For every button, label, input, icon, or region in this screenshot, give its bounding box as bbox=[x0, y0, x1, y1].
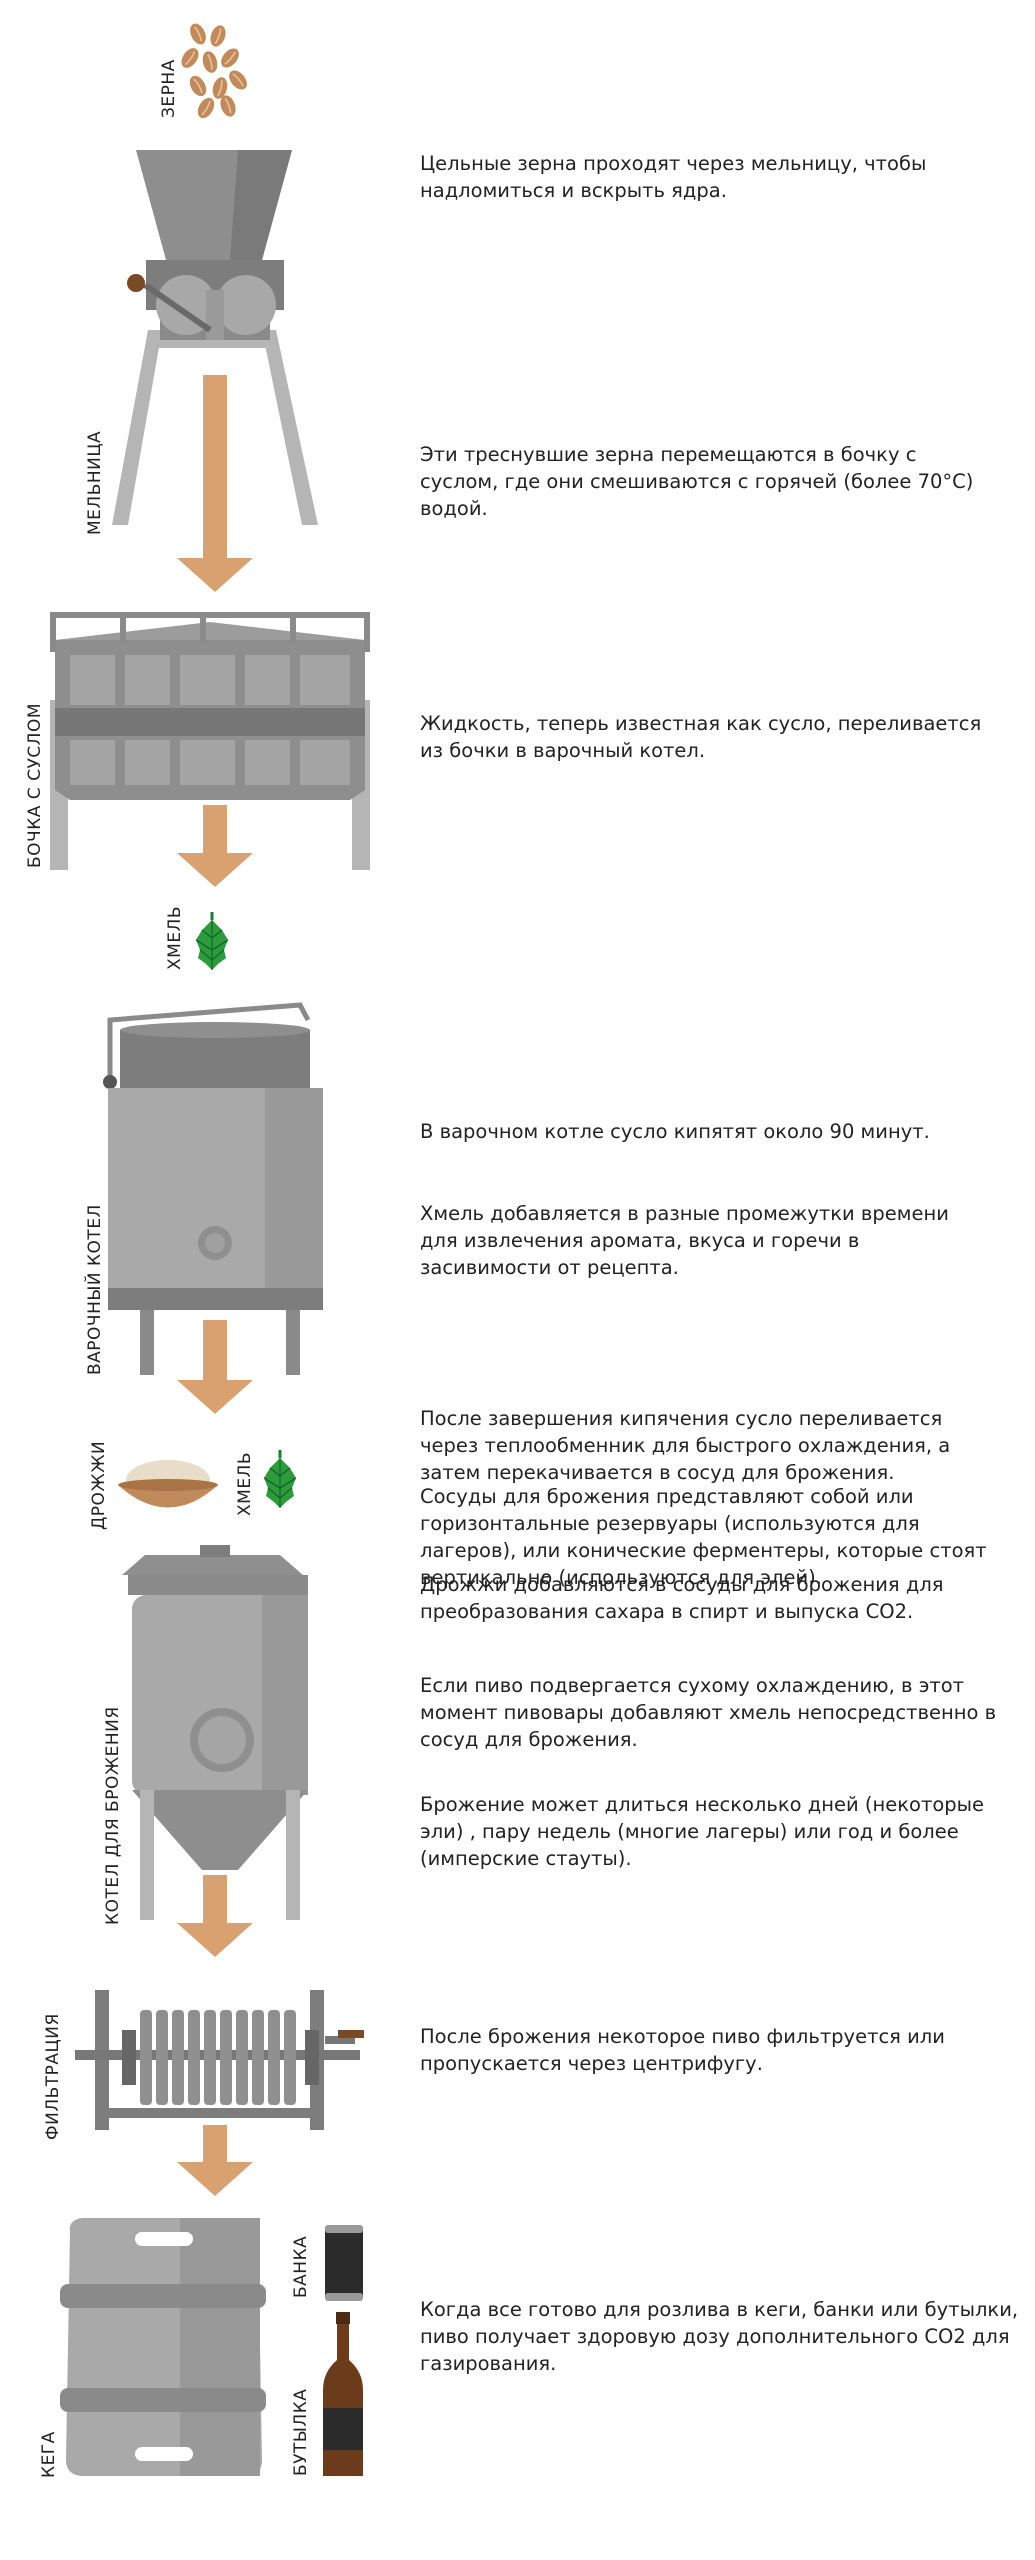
step-description: В варочном котле сусло кипятят около 90 … bbox=[420, 1120, 930, 1143]
step-description: Дрожжи добавляются в сосуды для брожения… bbox=[420, 1573, 944, 1623]
can-label: БАНКА bbox=[291, 2236, 311, 2298]
filter-press-icon bbox=[75, 1990, 364, 2130]
bottle-label: БУТЫЛКА bbox=[291, 2389, 311, 2476]
fermenter-label: КОТЕЛ ДЛЯ БРОЖЕНИЯ bbox=[103, 1706, 123, 1925]
step-description: Когда все готово для розлива в кеги, бан… bbox=[420, 2298, 1019, 2375]
arrow-icon bbox=[177, 375, 253, 592]
arrow-icon bbox=[177, 805, 253, 887]
step-description: Цельные зерна проходят через мельницу, ч… bbox=[420, 152, 927, 202]
arrow-icon bbox=[177, 1875, 253, 1957]
can-icon bbox=[325, 2225, 363, 2301]
fermenter-icon bbox=[122, 1545, 308, 1920]
step-description: Эти треснувшие зерна перемещаются в бочк… bbox=[420, 443, 974, 520]
step-description: Хмель добавляется в разные промежутки вр… bbox=[420, 1202, 949, 1279]
hops-label: ХМЕЛЬ bbox=[165, 906, 185, 970]
arrow-icon bbox=[177, 1320, 253, 1414]
step-description: Сосуды для брожения представляют собой и… bbox=[420, 1485, 987, 1589]
brew-kettle-label: ВАРОЧНЫЙ КОТЕЛ bbox=[83, 1204, 105, 1375]
step-description: Жидкость, теперь известная как сусло, пе… bbox=[420, 712, 982, 762]
yeast-bowl-icon bbox=[118, 1460, 218, 1508]
mash-tun-label: БОЧКА С СУСЛОМ bbox=[25, 703, 45, 868]
mash-tun-icon bbox=[50, 612, 370, 870]
hops-label-2: ХМЕЛЬ bbox=[235, 1452, 255, 1516]
step-description: После брожения некоторое пиво фильтруетс… bbox=[420, 2025, 945, 2075]
hop-icon bbox=[194, 910, 230, 972]
brew-kettle-icon bbox=[103, 1002, 323, 1375]
hop-icon bbox=[262, 1448, 298, 1510]
keg-icon bbox=[60, 2218, 266, 2476]
step-description: Если пиво подвергается сухому охлаждению… bbox=[420, 1674, 997, 1751]
grains-label: ЗЕРНА bbox=[159, 59, 179, 118]
grain-icon bbox=[177, 20, 252, 122]
bottle-icon bbox=[323, 2312, 363, 2476]
mill-icon bbox=[112, 150, 318, 525]
keg-label: КЕГА bbox=[39, 2431, 59, 2478]
yeast-label: ДРОЖЖИ bbox=[89, 1441, 109, 1530]
filtration-label: ФИЛЬТРАЦИЯ bbox=[43, 2013, 63, 2140]
mill-label: МЕЛЬНИЦА bbox=[85, 431, 105, 535]
step-description: Брожение может длиться несколько дней (н… bbox=[420, 1793, 985, 1870]
arrow-icon bbox=[177, 2125, 253, 2196]
step-description: После завершения кипячения сусло перелив… bbox=[420, 1407, 951, 1484]
